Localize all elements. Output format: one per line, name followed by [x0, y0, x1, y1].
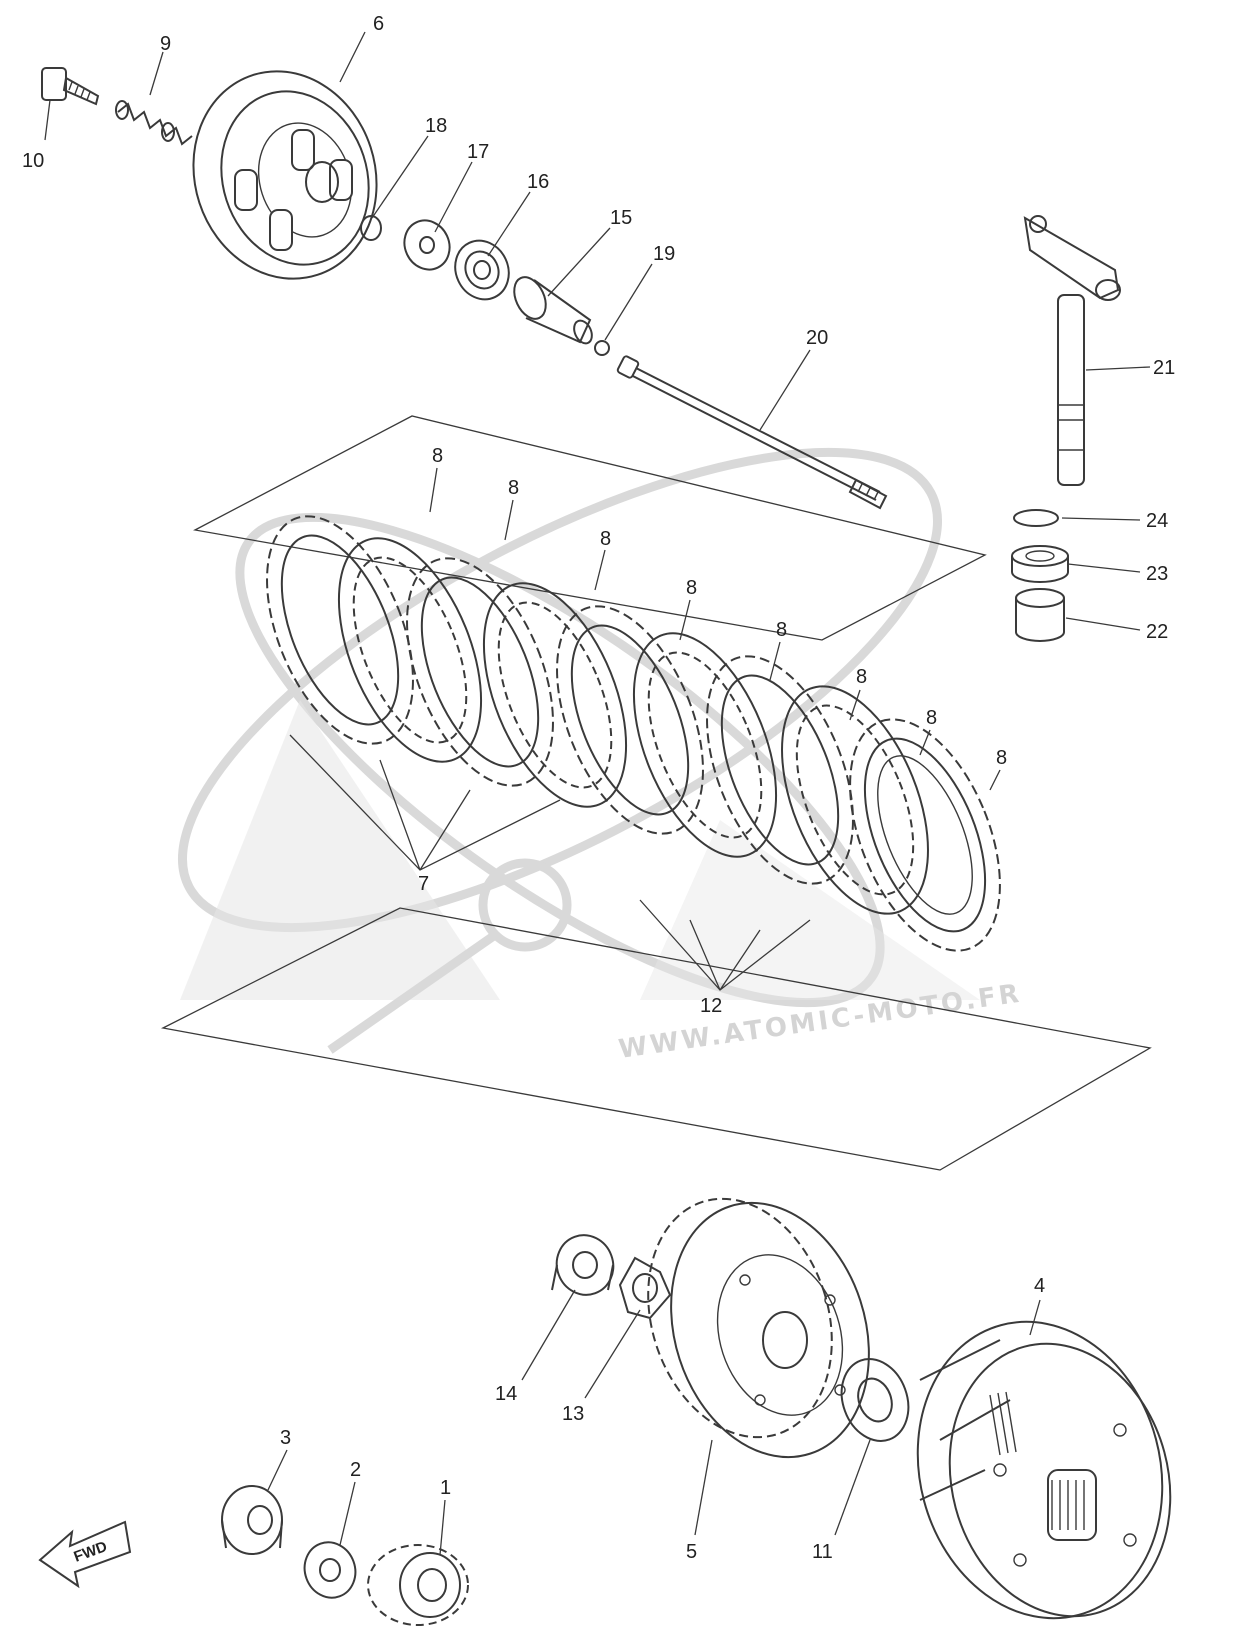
callout-17: 17	[467, 141, 489, 163]
part-4-clutch-housing	[916, 1320, 1172, 1620]
callout-4: 4	[1034, 1275, 1045, 1297]
part-23-oil-seal	[1011, 545, 1069, 583]
part-19-ball	[594, 340, 610, 356]
plate-4	[482, 582, 628, 808]
plate-5	[556, 605, 704, 835]
part-22-bushing	[1015, 588, 1065, 642]
callout-leaders	[44, 31, 1151, 1556]
part-1-primary-drive-gear	[367, 1544, 469, 1626]
callout-12: 12	[700, 995, 722, 1017]
plate-6	[632, 632, 778, 858]
part-18-circlip	[360, 215, 382, 241]
callout-5: 5	[686, 1541, 697, 1563]
callout-8-2: 8	[508, 477, 519, 499]
callout-8-4: 8	[686, 577, 697, 599]
callout-21: 21	[1153, 357, 1175, 379]
callout-14: 14	[495, 1383, 517, 1405]
callout-15: 15	[610, 207, 632, 229]
part-24-circlip	[1013, 509, 1059, 527]
plate-9	[849, 718, 1001, 952]
watermark-logo: WWW.ATOMIC-MOTO.FR	[178, 447, 1024, 1065]
plate-1	[266, 515, 414, 745]
callout-10: 10	[22, 150, 44, 172]
callout-2: 2	[350, 1459, 361, 1481]
callout-3: 3	[280, 1427, 291, 1449]
callout-18: 18	[425, 115, 447, 137]
part-3-nut	[221, 1485, 283, 1555]
part-2-washer	[303, 1541, 357, 1599]
plate-2	[337, 537, 483, 763]
part-14-nut	[551, 1234, 615, 1296]
part-10-bolt	[41, 67, 100, 106]
plate-3	[406, 557, 554, 787]
callout-20: 20	[806, 327, 828, 349]
part-17-washer	[403, 219, 451, 271]
part-5-clutch-boss	[647, 1197, 870, 1459]
callout-13: 13	[562, 1403, 584, 1425]
part-15-push-rod-piece	[513, 276, 593, 345]
part-7-leader	[289, 734, 561, 871]
callout-8-6: 8	[856, 666, 867, 688]
part-16-bearing	[454, 239, 510, 301]
lower-assembly-frame	[160, 907, 1152, 1171]
callout-22: 22	[1146, 621, 1168, 643]
callout-8-7: 8	[926, 707, 937, 729]
clutch-plate-stack	[266, 515, 1001, 952]
upper-assembly-frame	[193, 415, 987, 641]
callout-16: 16	[527, 171, 549, 193]
callout-numbers: 6 9 10 18 17 16 15 19 20 21 24 23 22 8 8…	[22, 13, 1175, 1563]
callout-19: 19	[653, 243, 675, 265]
part-21-push-lever-shaft	[1023, 215, 1121, 486]
plate-8	[781, 685, 929, 915]
callout-8-8: 8	[996, 747, 1007, 769]
part-6-pressure-plate	[192, 70, 378, 280]
callout-6: 6	[373, 13, 384, 35]
fwd-arrow-icon: FWD	[38, 1520, 132, 1589]
part-11-thrust-washer	[840, 1358, 910, 1442]
callout-8-3: 8	[600, 528, 611, 550]
callout-8-1: 8	[432, 445, 443, 467]
callout-11: 11	[812, 1541, 833, 1563]
callout-1: 1	[440, 1477, 451, 1499]
part-13-lock-washer	[618, 1256, 672, 1320]
callout-8-5: 8	[776, 619, 787, 641]
part-12-leader	[639, 899, 811, 991]
part-20-push-rod	[616, 355, 888, 510]
callout-24: 24	[1146, 510, 1168, 532]
callout-7: 7	[418, 873, 429, 895]
callout-9: 9	[160, 33, 171, 55]
part-9-spring	[115, 100, 193, 146]
callout-23: 23	[1146, 563, 1168, 585]
